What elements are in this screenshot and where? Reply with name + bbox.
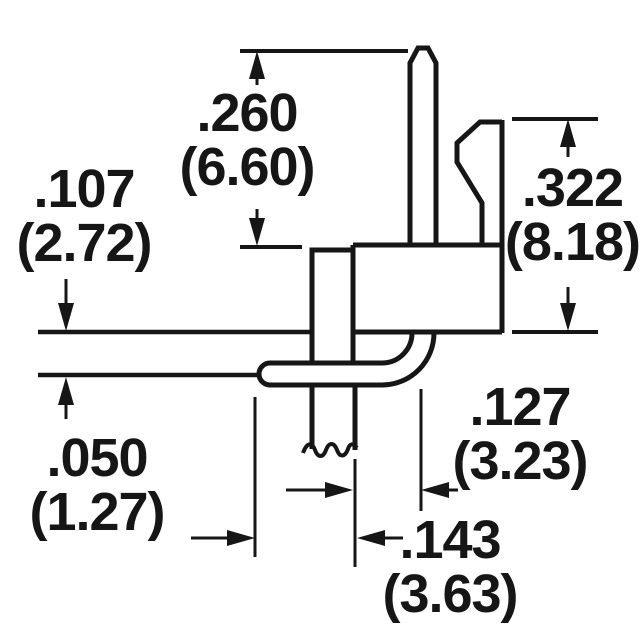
wavy-break: [301, 442, 359, 458]
dim-050-inch: .050: [46, 428, 148, 488]
dim-107-graphics: [58, 279, 74, 331]
dim-107-mm: (2.72): [16, 213, 152, 273]
dim-143-left-arrow-icon: [357, 530, 385, 546]
housing-latch: [454, 119, 502, 245]
dim-143-right-arrow-icon: [227, 530, 255, 546]
bent-lead-inner-arc: [381, 332, 415, 366]
dim-143-inch: .143: [399, 510, 501, 570]
dim-127-inch: .127: [469, 377, 571, 437]
through-pin-upper-section: [309, 247, 353, 363]
mating-pin-outline: [407, 45, 439, 245]
dim-322-up-arrow-icon: [560, 119, 576, 147]
dim-143-mm: (3.63): [382, 564, 518, 624]
bent-lead-top-edge: [256, 360, 383, 388]
dim-322-mm: (8.18): [504, 212, 640, 272]
dim-322-down-arrow-icon: [560, 303, 576, 331]
dim-label-260: .260 (6.60): [179, 83, 315, 197]
dim-322-graphics: [512, 117, 598, 334]
dim-260-mm: (6.60): [179, 137, 315, 197]
housing-body: [350, 120, 505, 363]
dim-label-050: .050 (1.27): [29, 428, 165, 542]
bent-lead-outer-arc: [381, 332, 437, 388]
dim-050-mm: (1.27): [29, 482, 165, 542]
dim-label-143: .143 (3.63): [382, 510, 518, 624]
bent-lead: [256, 332, 437, 388]
dim-050-up-arrow-icon: [58, 377, 74, 405]
dim-322-inch: .322: [521, 158, 624, 218]
dim-260-inch: .260: [196, 83, 298, 143]
dim-143-graphics: [191, 397, 403, 567]
dim-107-down-arrow-icon: [58, 303, 74, 331]
dim-260-down-arrow-icon: [249, 218, 265, 246]
through-pin: [301, 247, 359, 458]
reference-lines: [38, 329, 311, 378]
dim-label-107: .107 (2.72): [16, 159, 152, 273]
dim-127-left-arrow-icon: [421, 482, 449, 498]
dim-label-127: .127 (3.23): [452, 377, 588, 491]
dim-127-right-arrow-icon: [325, 482, 353, 498]
dim-260-graphics: [240, 49, 408, 249]
dim-260-up-arrow-icon: [249, 51, 265, 79]
mating-pin: [407, 45, 439, 245]
dim-label-322: .322 (8.18): [505, 161, 640, 269]
dim-107-inch: .107: [33, 159, 135, 219]
dim-127-mm: (3.23): [452, 431, 588, 491]
dim-127-graphics: [286, 389, 458, 511]
housing-latch-outline: [454, 119, 502, 245]
dim-050-graphics: [58, 377, 74, 419]
